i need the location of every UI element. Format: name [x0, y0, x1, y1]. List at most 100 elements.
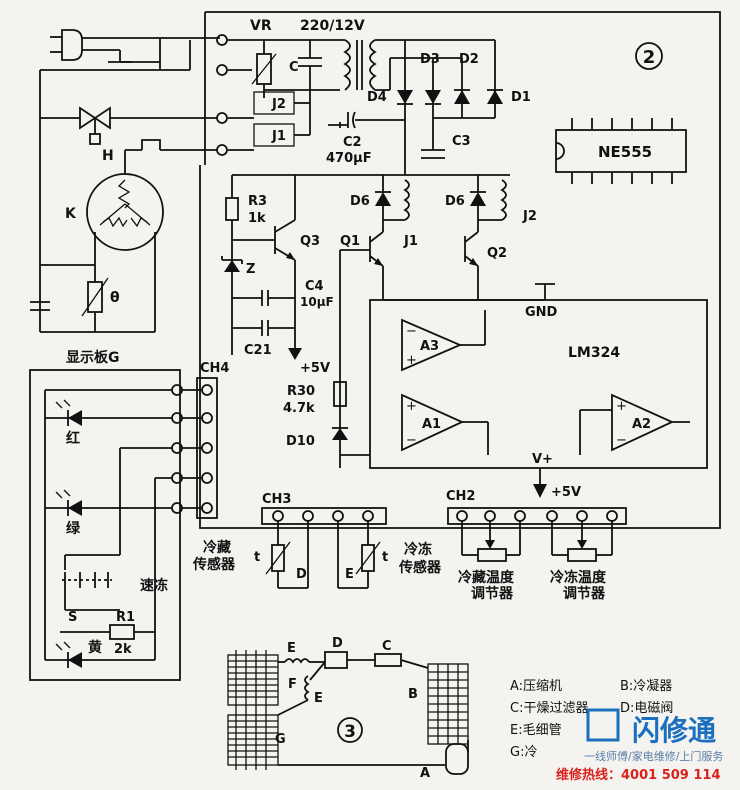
relay-j1-label: J1: [271, 129, 286, 144]
legend-b: B:冷凝器: [620, 678, 672, 694]
svg-text:+: +: [406, 399, 417, 414]
vr-label: VR: [250, 18, 272, 34]
freezer-sensor-line1: 冷冻: [404, 541, 432, 558]
display-board-title: 显示板G: [66, 349, 120, 366]
led-red-label: 红: [66, 430, 80, 447]
q1-label: Q1: [340, 234, 360, 249]
evaporator-f: [227, 650, 279, 710]
legend-e: E:毛细管: [510, 723, 562, 738]
lm324-label: LM324: [568, 345, 620, 361]
legend-a: A:压缩机: [510, 678, 562, 694]
c3-label: C3: [452, 134, 471, 149]
ch2-label: CH2: [446, 489, 475, 504]
watermark-logo-icon: [586, 708, 620, 742]
quick-freeze-switch: [62, 554, 120, 611]
condenser-b: [427, 663, 469, 745]
opamp-a2: + −: [579, 393, 690, 455]
diagram-mark-2: 2: [643, 47, 656, 68]
ref-c: C: [382, 639, 392, 654]
diagram-mark-2-circle: [635, 42, 663, 70]
board-terminals: [216, 34, 228, 156]
q2-label: Q2: [487, 246, 507, 261]
ref-e-top: E: [287, 641, 296, 656]
diagram-mark-3-circle: [337, 717, 363, 743]
legend-c: C:干燥过滤器: [510, 701, 588, 716]
a2-label: A2: [632, 417, 651, 432]
c4-label: C4: [305, 279, 324, 294]
varistor-vr: [228, 39, 345, 98]
relay-contacts: [228, 90, 311, 151]
quick-freeze-label: 速冻: [140, 577, 168, 594]
led-yellow-label: 黄: [88, 639, 102, 656]
ref-d: D: [332, 636, 343, 651]
d10-label: D10: [286, 434, 315, 449]
valve-h-label: H: [102, 148, 114, 164]
fridge-adj-line2: 调节器: [471, 585, 514, 602]
j1-coil-label: J1: [403, 234, 418, 249]
fridge-sensor-line2: 传感器: [192, 556, 236, 573]
ch4-connector: [171, 377, 218, 519]
evaporator-g: [227, 710, 279, 770]
ch2-connector: [447, 507, 627, 562]
motor-k-label: K: [65, 206, 77, 222]
filter-caps: [328, 111, 445, 159]
led-red: [45, 399, 172, 426]
a3-label: A3: [420, 339, 439, 354]
led-yellow: [55, 641, 82, 668]
led-green: [45, 489, 172, 516]
ref-f: F: [288, 677, 297, 692]
c2-label: C2: [343, 135, 362, 150]
cap-c-label: C: [289, 60, 299, 75]
r1-resistor: [60, 624, 155, 640]
fridge-adj-line1: 冷藏温度: [458, 569, 515, 586]
freezer-adj-line2: 调节器: [563, 585, 606, 602]
r30-d10: [332, 381, 370, 468]
regulator-section: [221, 175, 302, 360]
d4-label: D4: [367, 90, 387, 105]
mains-plug: [50, 29, 220, 70]
control-board-outline: [199, 11, 721, 529]
diagram-mark-3: 3: [344, 722, 356, 742]
plus5v-left-label: +5V: [300, 361, 330, 376]
d6-b-label: D6: [445, 194, 465, 209]
lm324-outline: [369, 299, 708, 469]
ref-e-mid: E: [314, 691, 323, 706]
theta-label: θ: [110, 290, 120, 306]
r3-value: 1k: [248, 211, 266, 226]
fridge-sensor-line1: 冷藏: [203, 539, 231, 556]
ref-g: G: [275, 732, 286, 747]
gnd-label: GND: [525, 305, 558, 320]
q3-label: Q3: [300, 234, 320, 249]
watermark-brand: 闪修通: [632, 714, 716, 747]
legend-d: D:电磁阀: [620, 701, 673, 716]
ne555-label: NE555: [598, 143, 652, 161]
transformer-label: 220/12V: [300, 18, 365, 34]
d6-a-label: D6: [350, 194, 370, 209]
r1-label: R1: [116, 610, 135, 625]
watermark-hotline: 维修热线：4001 509 114: [556, 767, 721, 783]
d1-label: D1: [511, 90, 531, 105]
ch3-label: CH3: [262, 492, 291, 507]
refrigeration-diagram: [227, 650, 469, 775]
z-label: Z: [246, 262, 255, 277]
svg-text:−: −: [616, 433, 627, 448]
display-wiring: [44, 389, 172, 661]
switch-s-label: S: [68, 610, 77, 625]
sensor-t-right: t: [382, 550, 388, 565]
ch3-connector: [261, 507, 387, 589]
r3-label: R3: [248, 194, 267, 209]
plus5v-bottom-label: +5V: [551, 485, 581, 500]
j2-coil-label: J2: [522, 209, 537, 224]
thermal-protector: [30, 264, 155, 333]
watermark-services: 一线师傅/家电维修/上门服务: [584, 749, 723, 763]
r1-value: 2k: [114, 642, 132, 657]
d2-label: D2: [459, 52, 479, 67]
ref-b: B: [408, 687, 418, 702]
svg-text:−: −: [406, 433, 417, 448]
opamp-a3: − +: [401, 310, 486, 372]
vplus-arrow: [533, 468, 547, 498]
a1-label: A1: [422, 417, 441, 432]
freezer-sensor-line2: 传感器: [398, 559, 442, 576]
